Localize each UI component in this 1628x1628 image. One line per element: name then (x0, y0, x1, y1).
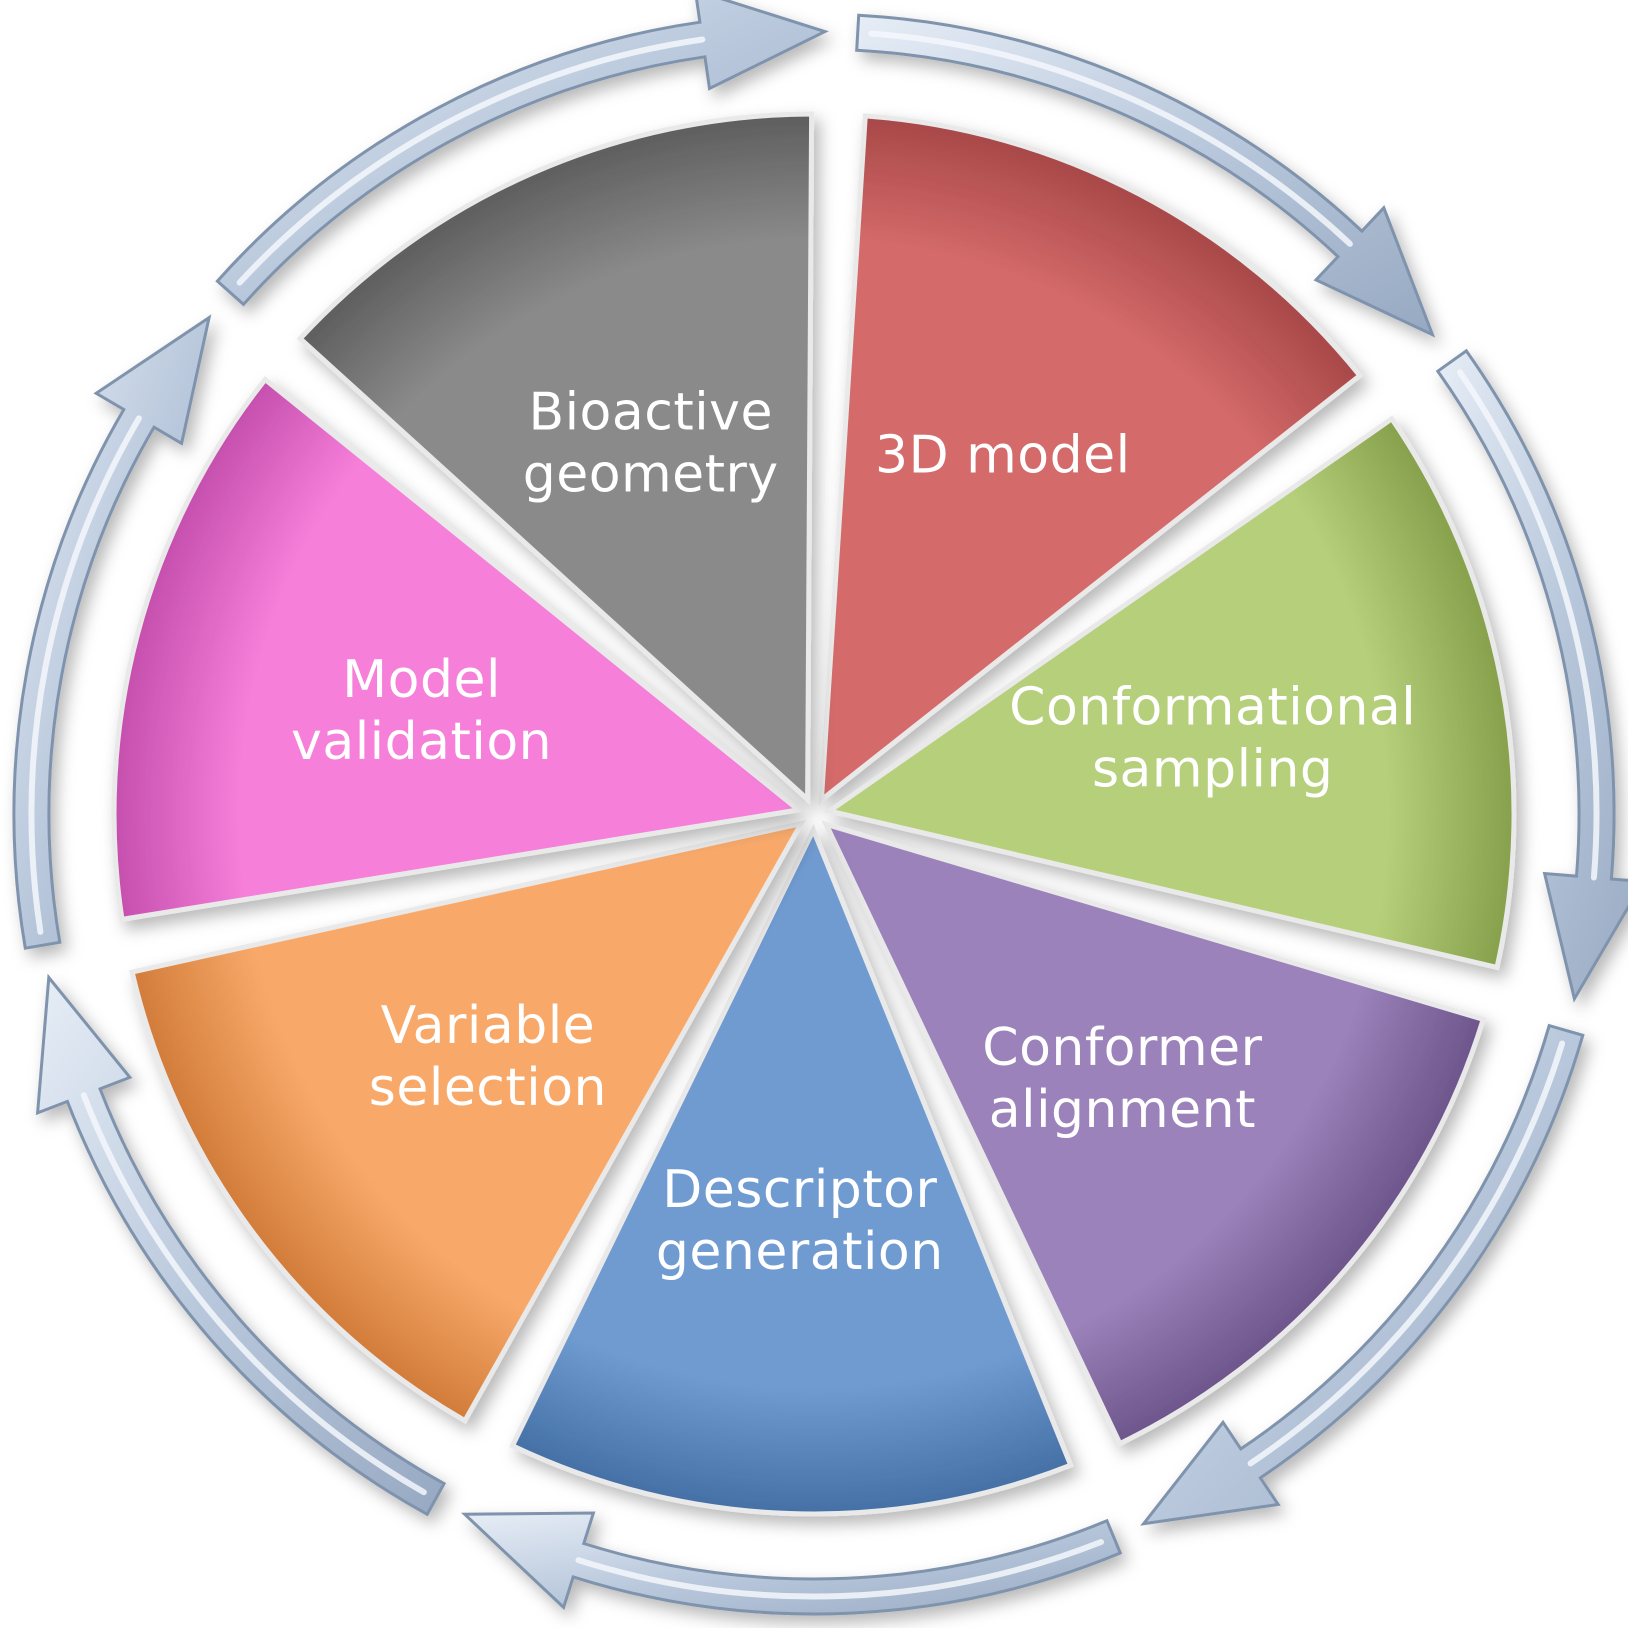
segment-label-line: validation (291, 712, 552, 772)
segment-conformer-alignment (821, 820, 1487, 1447)
cycle-arrow-highlight (28, 415, 142, 935)
segment-label-line: Conformer (982, 1018, 1262, 1078)
segment-label-line: Descriptor (662, 1160, 937, 1220)
cycle-arrow-bioactive-geometry (215, 0, 829, 307)
cycle-arrow-descriptor-generation (460, 1511, 1123, 1616)
cycle-arrow-conformer-alignment (1140, 1023, 1585, 1526)
segment-label-line: Variable (381, 996, 596, 1056)
segment-variable-selection (129, 819, 807, 1425)
segment-3d-model (818, 113, 1364, 806)
segment-label-line: Bioactive (528, 382, 773, 442)
cycle-arrow-highlight (80, 1092, 427, 1496)
cycle-arrow-highlight (236, 36, 706, 286)
segment-model-validation (111, 375, 805, 923)
segment-label-line: Model (342, 650, 501, 710)
segment-label-line: Conformational (1009, 678, 1416, 738)
cycle-arrow-highlight (1456, 369, 1600, 881)
segments (111, 111, 1517, 1517)
segment-conformational-sampling (823, 415, 1517, 971)
cycle-arrow-highlight (575, 1539, 1104, 1600)
segment-label-line: geometry (523, 444, 779, 504)
segment-label-line: sampling (1092, 740, 1333, 800)
segment-bioactive-geometry (296, 111, 815, 806)
cycle-arrow-highlight (868, 30, 1353, 247)
segment-descriptor-generation (509, 823, 1074, 1517)
segment-label-line: selection (369, 1058, 607, 1118)
segment-label-line: alignment (989, 1080, 1256, 1140)
cycle-arrow-highlight (1247, 1040, 1566, 1467)
segment-label-line: generation (656, 1222, 944, 1282)
cycle-arrow-conformational-sampling (1435, 348, 1628, 1003)
cycle-arrow-3d-model (855, 13, 1436, 338)
cycle-arrows (12, 0, 1628, 1616)
segment-label-line: 3D model (875, 426, 1131, 486)
cycle-arrow-variable-selection (35, 973, 447, 1517)
segment-label-3d-model: 3D model (875, 426, 1131, 486)
